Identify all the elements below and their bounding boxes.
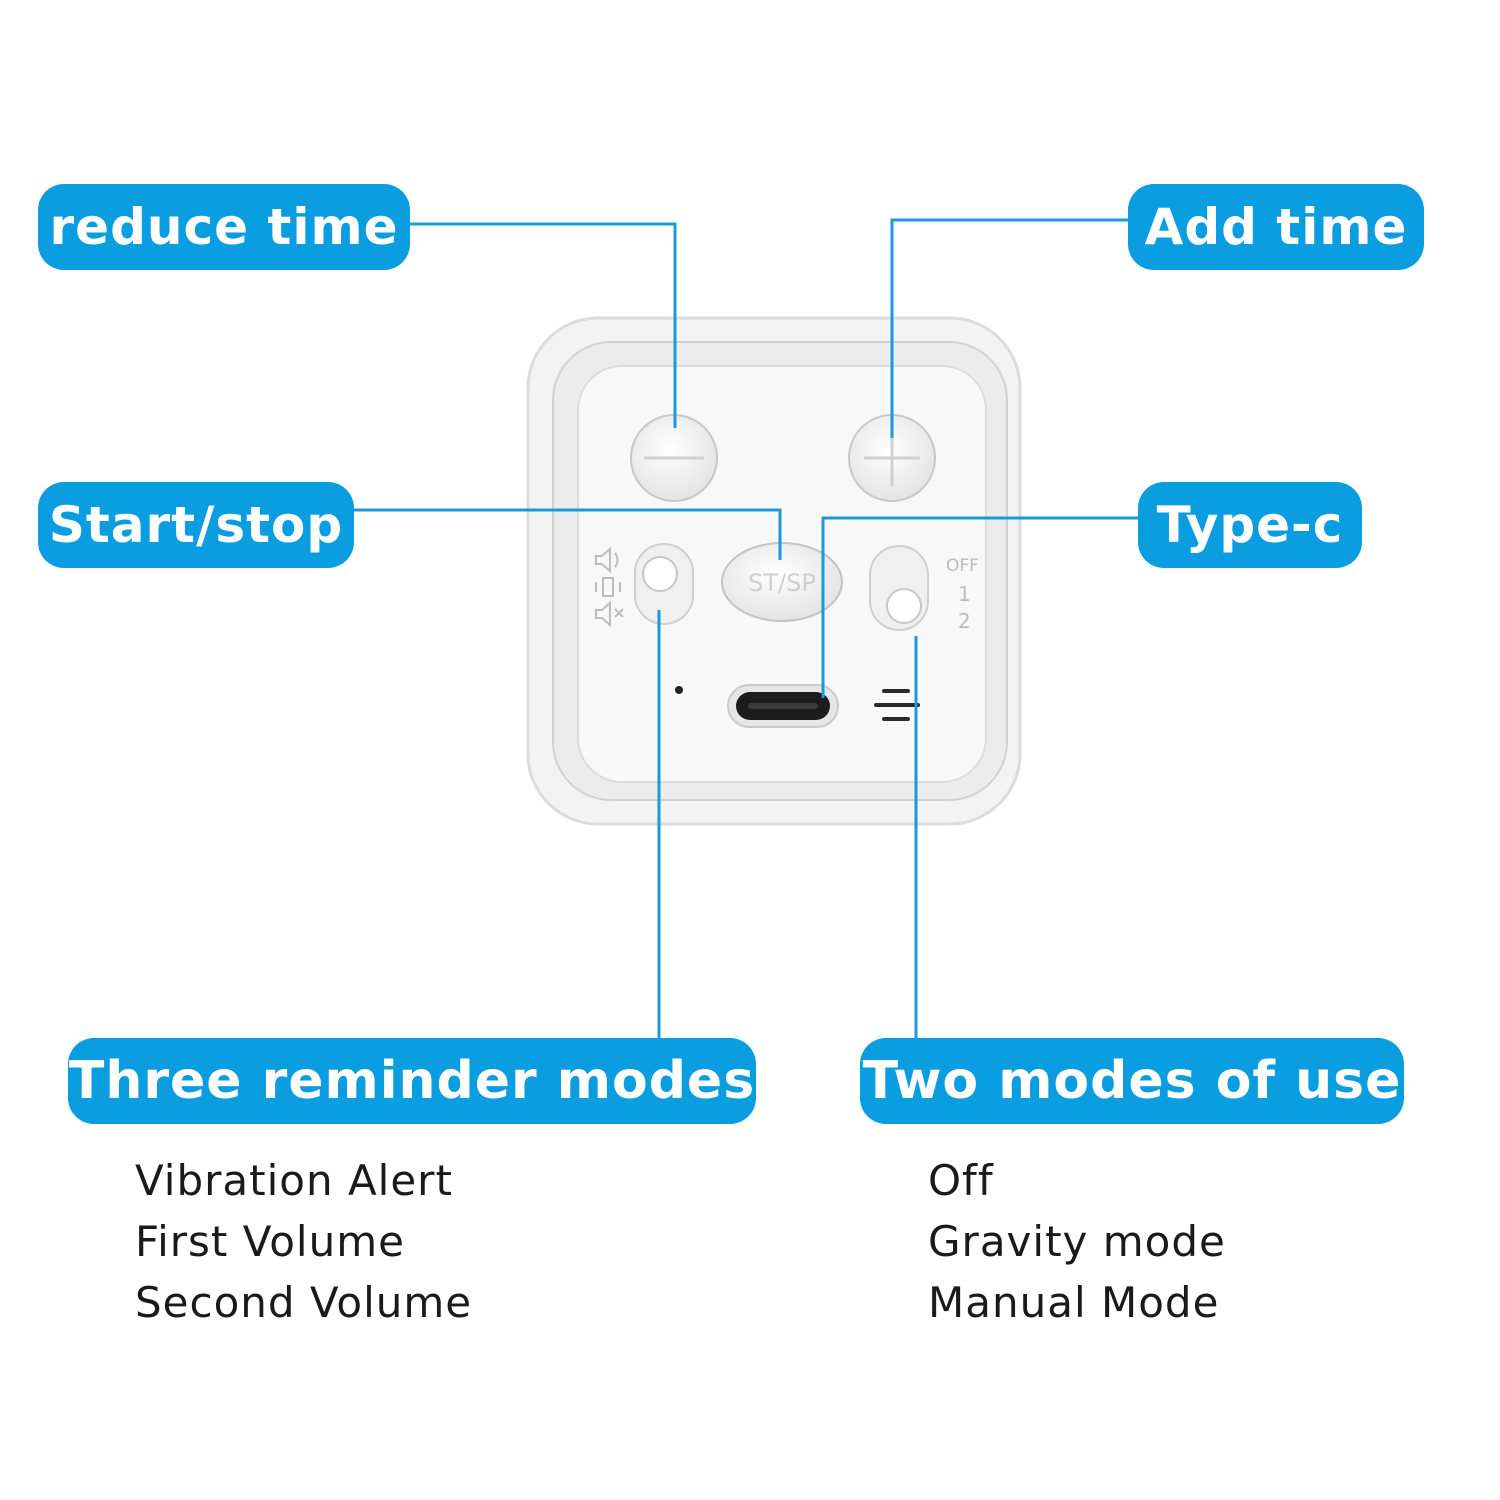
leader-add-time	[890, 218, 1128, 438]
reminder-mode-switch[interactable]	[634, 543, 694, 625]
vibration-icon	[595, 577, 621, 597]
add-time-label: Add time	[1128, 184, 1424, 270]
switch-mark-1: 1	[958, 582, 971, 606]
list-item: Second Volume	[135, 1278, 473, 1327]
use-mode-switch[interactable]	[869, 545, 929, 631]
leader-type-c	[821, 516, 1138, 698]
reminder-mode-icons	[595, 546, 624, 628]
list-item: Vibration Alert	[135, 1156, 453, 1205]
reminder-modes-list: Vibration Alert First Volume Second Volu…	[135, 1150, 472, 1333]
reduce-time-button[interactable]	[630, 414, 718, 502]
use-modes-list: Off Gravity mode Manual Mode	[928, 1150, 1226, 1333]
start-stop-label: Start/stop	[38, 482, 354, 568]
leader-reduce-time	[410, 222, 677, 428]
speaker-icon	[595, 546, 619, 574]
speaker-grille	[874, 689, 920, 721]
start-stop-button-text: ST/SP	[748, 569, 816, 597]
two-modes-of-use-label: Two modes of use	[860, 1038, 1404, 1124]
indicator-dot	[675, 686, 683, 694]
plus-icon	[864, 430, 920, 486]
list-item: First Volume	[135, 1217, 405, 1266]
type-c-port[interactable]	[727, 684, 839, 728]
reduce-time-label: reduce time	[38, 184, 410, 270]
type-c-label: Type-c	[1138, 482, 1362, 568]
list-item: Manual Mode	[928, 1278, 1220, 1327]
switch-mark-off: OFF	[946, 556, 979, 576]
three-reminder-modes-label: Three reminder modes	[68, 1038, 756, 1124]
mute-icon	[595, 600, 624, 628]
switch-mark-2: 2	[958, 609, 971, 633]
list-item: Off	[928, 1156, 994, 1205]
leader-lines	[354, 218, 1138, 1038]
start-stop-button[interactable]: ST/SP	[721, 542, 843, 622]
list-item: Gravity mode	[928, 1217, 1226, 1266]
leader-start-stop	[354, 508, 782, 560]
